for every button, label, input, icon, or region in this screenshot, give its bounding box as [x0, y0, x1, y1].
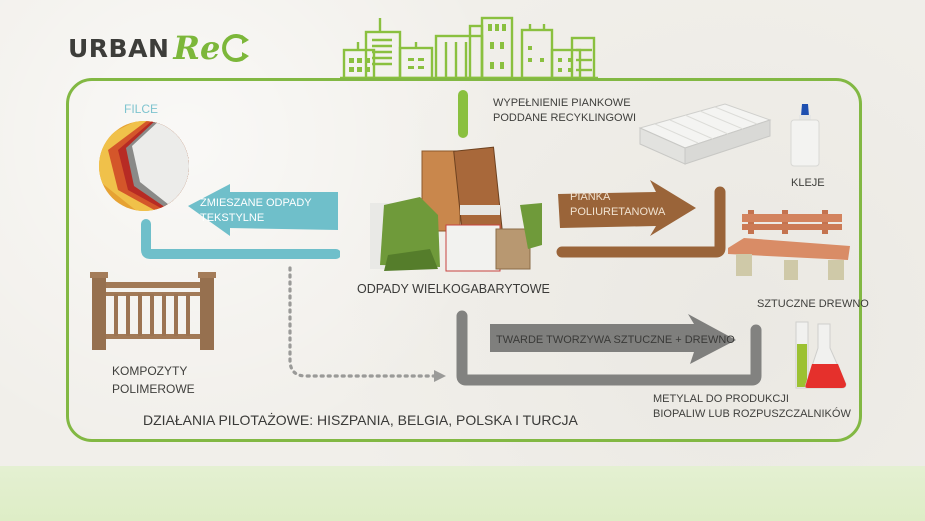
composites-line1: KOMPOZYTY: [112, 364, 188, 378]
urbanrec-logo: URBAN Re: [68, 28, 252, 68]
foam-filling-line2: PODDANE RECYKLINGOWI: [493, 112, 637, 124]
pilot-countries-note: DZIAŁANIA PILOTAŻOWE: HISZPANIA, BELGIA,…: [143, 412, 578, 428]
textile-arrow-label: ZMIESZANE ODPADY TEKSTYLNE: [200, 196, 312, 226]
textile-arrow-line1: ZMIESZANE ODPADY: [200, 197, 312, 209]
logo-re-text: Re: [173, 29, 221, 67]
textile-arrow-line2: TEKSTYLNE: [200, 212, 265, 224]
methylal-label: METYLAL DO PRODUKCJI BIOPALIW LUB ROZPUS…: [653, 392, 851, 422]
city-skyline-icon: [340, 16, 598, 80]
lab-glassware-image: [795, 321, 847, 389]
textile-arrow: [141, 184, 340, 259]
methylal-line1: METYLAL DO PRODUKCJI: [653, 393, 789, 405]
foam-arrow-line1: PIANKA: [570, 191, 611, 203]
process-frame: [66, 78, 862, 442]
bulky-waste-furniture-image: [370, 146, 542, 272]
bench-image: [728, 210, 850, 280]
glue-label: KLEJE: [791, 177, 825, 189]
composites-line2: POLIMEROWE: [112, 382, 195, 396]
logo-rec-text: Re: [173, 29, 252, 67]
logo-urban-text: URBAN: [68, 33, 170, 63]
bulky-waste-label: ODPADY WIELKOGABARYTOWE: [357, 282, 550, 296]
top-connector: [458, 90, 468, 138]
footer-band: [0, 466, 925, 521]
artificial-wood-label: SZTUCZNE DREWNO: [757, 298, 869, 310]
dotted-arrow: [288, 266, 446, 382]
foam-arrow-label: PIANKA POLIURETANOWA: [570, 190, 665, 220]
plastic-arrow: [456, 310, 762, 386]
felt-sheets-image: [99, 121, 189, 211]
foam-arrow: [556, 180, 726, 258]
felt-label: FILCE: [124, 102, 159, 116]
methylal-line2: BIOPALIW LUB ROZPUSZCZALNIKÓW: [653, 408, 851, 420]
foam-arrow-line2: POLIURETANOWA: [570, 206, 666, 218]
mattress-image: [638, 103, 772, 165]
foam-filling-label: WYPEŁNIENIE PIANKOWE PODDANE RECYKLINGOW…: [493, 96, 636, 126]
recycle-c-icon: [222, 34, 250, 62]
composites-label: KOMPOZYTY POLIMEROWE: [112, 362, 195, 398]
railing-image: [90, 272, 216, 350]
glue-bottle-image: [790, 104, 820, 167]
plastic-arrow-label: TWARDE TWORZYWA SZTUCZNE + DREWNO: [496, 334, 735, 346]
foam-filling-line1: WYPEŁNIENIE PIANKOWE: [493, 97, 631, 109]
